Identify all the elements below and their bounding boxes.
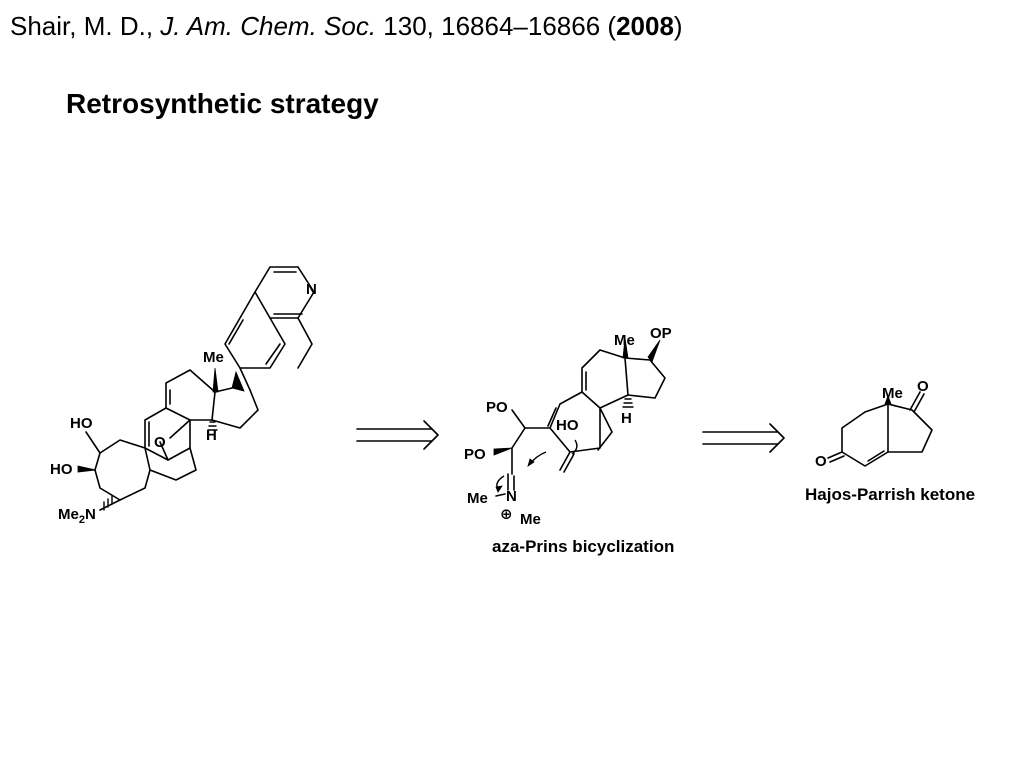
hajos-caption: Hajos-Parrish ketone — [805, 485, 975, 504]
intermediate-plus-label: ⊕ — [500, 506, 513, 523]
intermediate-me-bottom-label: Me — [520, 511, 541, 528]
slide-title: Retrosynthetic strategy — [66, 88, 379, 119]
hajos-o-left-label: O — [815, 453, 827, 470]
citation-authors: Shair, M. D., — [10, 11, 154, 41]
citation-journal: J. Am. Chem. Soc. — [160, 11, 377, 41]
intermediate-caption: aza-Prins bicyclization — [492, 537, 674, 556]
intermediate-h-label: H — [621, 410, 632, 427]
retro-arrow-2 — [702, 423, 785, 453]
citation: Shair, M. D., J. Am. Chem. Soc. 130, 168… — [10, 8, 683, 44]
target-me-label: Me — [203, 349, 224, 366]
citation-volume-pages: 130, 16864–16866 ( — [383, 11, 617, 41]
citation-year: 2008 — [616, 11, 674, 41]
target-n-label: N — [306, 281, 317, 298]
hajos-parrish-structure — [827, 391, 933, 467]
intermediate-po1-label: PO — [486, 399, 508, 416]
target-nme2-label: Me2N — [58, 506, 96, 526]
hajos-o-top-label: O — [917, 378, 929, 395]
intermediate-structure — [493, 337, 666, 497]
intermediate-ho-label: HO — [556, 417, 579, 434]
intermediate-po2-label: PO — [464, 446, 486, 463]
intermediate-op-label: OP — [650, 325, 672, 342]
citation-close: ) — [673, 11, 683, 41]
target-o-label: O — [154, 434, 166, 451]
intermediate-me-label: Me — [614, 332, 635, 349]
hajos-me-label: Me — [882, 385, 903, 402]
intermediate-me-left-label: Me — [467, 490, 488, 507]
target-molecule-structure — [77, 266, 315, 511]
target-ho2-label: HO — [50, 461, 73, 478]
intermediate-n-label: N — [506, 488, 517, 505]
target-h-label: H — [206, 427, 217, 444]
retro-arrow-1 — [356, 420, 439, 450]
target-ho1-label: HO — [70, 415, 93, 432]
